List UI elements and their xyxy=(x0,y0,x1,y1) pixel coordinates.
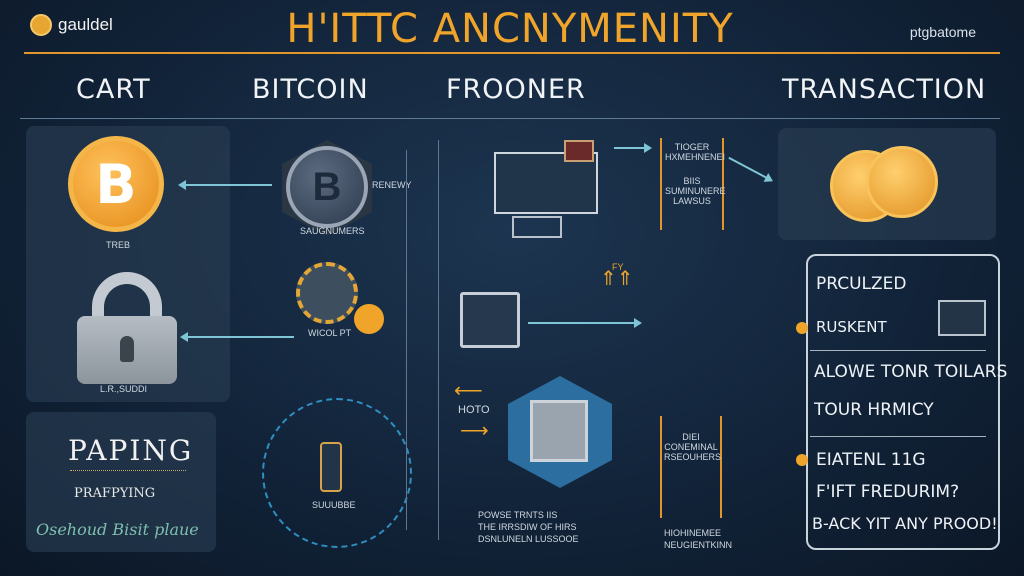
device-stand-icon xyxy=(512,216,562,238)
page-title: H'ITTC ANCNYMENITY xyxy=(286,6,734,52)
small-coin-icon xyxy=(354,304,384,334)
monitor-arrow xyxy=(614,143,652,153)
seal-badge-icon xyxy=(296,262,358,324)
up-arrows-icon: ⇑⇑ xyxy=(600,268,634,290)
heading-divider xyxy=(20,118,1000,119)
bitcoin-link-arrow xyxy=(178,180,272,190)
vault-cube-icon[interactable] xyxy=(530,400,588,462)
heading-bitcoin: BITCOIN xyxy=(252,74,369,105)
list-item-4[interactable]: TOUR HRMICY xyxy=(814,400,934,420)
lock-icon[interactable] xyxy=(77,316,177,384)
left-arrow-icon: ⟵ xyxy=(454,380,483,402)
hoto-label: HOTO xyxy=(458,404,490,416)
lock-badge-icon xyxy=(564,140,594,162)
list-item-1[interactable]: PRCULZED xyxy=(816,274,907,294)
right-arrow-icon: ⟶ xyxy=(460,420,489,442)
flow-bottom-line-1: HIOHINEMEE xyxy=(664,528,722,538)
list-item-2[interactable]: RUSKENT xyxy=(816,318,887,336)
logo-coin-icon xyxy=(30,14,52,36)
grey-bitcoin-coin-icon[interactable]: B xyxy=(286,146,368,228)
heading-cart: CART xyxy=(76,74,151,105)
list-item-5[interactable]: EIATENL 11G xyxy=(816,450,926,470)
title-divider xyxy=(24,52,1000,54)
flow-box-1: TIOGER HXMEHNENEI BIIS SUMINUNERE LAWSUS xyxy=(660,138,726,230)
heading-transaction: TRANSACTION xyxy=(782,74,987,105)
top-right-label[interactable]: ptgbatome xyxy=(909,24,976,40)
keyhole-icon xyxy=(120,336,134,362)
up-arrows-label: FY xyxy=(612,262,624,272)
phone-ring xyxy=(262,398,412,548)
window-icon xyxy=(938,300,986,336)
paping-subtitle: PRAFPYING xyxy=(74,486,156,501)
paping-bottom-text: Osehoud Bisit plaue xyxy=(36,520,199,539)
flow-box-2: DIEI CONEMINAL RSEOUHERS xyxy=(660,416,722,518)
flow-box-1-line-5: LAWSUS xyxy=(673,196,711,206)
logo[interactable]: gauldel xyxy=(30,14,113,36)
transaction-arrow xyxy=(728,156,772,182)
phone-caption: SUUUBBE xyxy=(312,500,356,510)
list-item-3[interactable]: ALOWE TONR TOILARS xyxy=(814,362,1008,382)
flow-box-2-line-3: RSEOUHERS xyxy=(664,452,722,462)
lock-caption: L.R.,SUDDI xyxy=(100,384,148,394)
list-item-7[interactable]: B-ACK YIT ANY PROOD! xyxy=(812,514,998,533)
terminal-icon[interactable] xyxy=(460,292,520,348)
bottom-text-1: POWSE TRNTS IIS xyxy=(478,510,558,520)
paping-divider xyxy=(70,470,186,473)
flow-box-1-line-2: HXMEHNENEI xyxy=(665,152,726,162)
terminal-arrow xyxy=(528,318,642,328)
paping-title: PAPING xyxy=(68,434,194,467)
logo-text: gauldel xyxy=(58,15,113,34)
list-divider-2 xyxy=(810,436,986,437)
phone-icon[interactable] xyxy=(320,442,342,492)
flow-box-2-line-2: CONEMINAL xyxy=(664,442,718,452)
bullet-icon-2 xyxy=(796,454,808,466)
bullet-icon xyxy=(796,322,808,334)
paping-panel xyxy=(26,412,216,552)
screen-monitor-icon[interactable] xyxy=(494,152,598,214)
feature-list-panel xyxy=(806,254,1000,550)
list-item-6[interactable]: F'IFT FREDURIM? xyxy=(816,482,960,502)
flow-box-1-line-3: BIIS xyxy=(683,176,701,186)
bottom-text-3: DSNLUNELN LUSSOOE xyxy=(478,534,579,544)
seal-caption: WICOL PT xyxy=(308,328,352,338)
bottom-text-2: THE IRRSDIW OF HIRS xyxy=(478,522,577,532)
grey-coin-caption: SAUGNUMERS xyxy=(300,226,365,236)
flow-bottom-line-2: NEUGIENTKINN xyxy=(664,540,733,550)
lock-link-arrow xyxy=(180,332,294,342)
divider-line-left xyxy=(406,150,407,530)
bitcoin-coin-icon[interactable]: B xyxy=(68,136,164,232)
heading-frooner: FROONER xyxy=(446,74,586,105)
flow-box-1-line-4: SUMINUNERE xyxy=(665,186,726,196)
divider-line-right xyxy=(438,140,439,540)
btc-caption: TREB xyxy=(106,240,131,250)
flow-box-1-line-1: TIOGER xyxy=(674,142,710,152)
renewy-label: RENEWY xyxy=(372,180,412,190)
bitcoin-symbol: B xyxy=(95,152,137,216)
flow-box-2-line-1: DIEI xyxy=(682,432,700,442)
grey-bitcoin-symbol: B xyxy=(312,164,342,209)
list-divider-1 xyxy=(810,350,986,351)
gold-coin-icon-2[interactable] xyxy=(866,146,938,218)
